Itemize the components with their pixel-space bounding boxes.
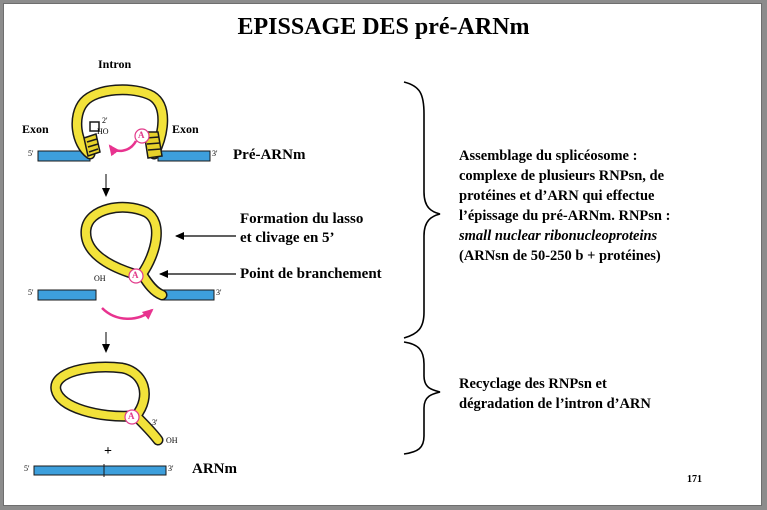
pre-arnm-label: Pré-ARNm	[233, 147, 306, 163]
intron-label: Intron	[98, 57, 132, 71]
ho-label: HO	[97, 127, 109, 136]
plus-sign: +	[104, 444, 112, 459]
snrnp-small	[89, 121, 100, 132]
recycle-line-2: dégradation de l’intron d’ARN	[459, 396, 651, 412]
a-label-1: A	[138, 130, 145, 140]
oh-label-3: OH	[166, 436, 178, 445]
assembly-line-6: (ARNsn de 50-250 b + protéines)	[459, 248, 661, 264]
exon-right-bar-2	[161, 289, 215, 301]
slide: EPISSAGE DES pré-ARNm Intron Exon Exon 2…	[3, 3, 762, 506]
assembly-line-1: Assemblage du splicéosome :	[459, 148, 638, 164]
exon-left-bar-2	[37, 289, 97, 301]
three-prime-4: 3'	[168, 464, 174, 473]
mrna-bar	[33, 465, 167, 476]
stage-products	[33, 361, 167, 477]
assembly-line-4: l’épissage du pré-ARNm. RNPsn :	[459, 208, 671, 224]
three-prime-3: 3'	[152, 418, 158, 427]
attack-arrow-1	[108, 140, 138, 157]
assembly-line-5-text: small nuclear ribonucleoproteins	[459, 228, 658, 244]
a-label-3: A	[128, 411, 135, 421]
exon-left-label: Exon	[22, 122, 49, 136]
assembly-line-3: protéines et d’ARN qui effectue	[459, 188, 655, 204]
exon-right-bar	[157, 150, 211, 162]
three-prime-2: 3'	[216, 288, 222, 297]
lasso-label: Formation du lasso	[240, 211, 364, 227]
a-label-2: A	[132, 270, 139, 280]
five-prime-3: 5'	[24, 464, 30, 473]
three-prime-1: 3'	[212, 149, 218, 158]
page-title: EPISSAGE DES pré-ARNm	[237, 14, 530, 40]
ligation-arrow-2	[101, 307, 154, 320]
branch-point-a-3	[124, 409, 140, 425]
five-prime-1: 5'	[28, 149, 34, 158]
assembly-line-2: complexe de plusieurs RNPsn, de	[459, 168, 665, 184]
exon-right-label: Exon	[172, 122, 199, 136]
branch-point-label: Point de branchement	[240, 266, 382, 282]
five-prime-2: 5'	[28, 288, 34, 297]
oh-label-2: OH	[94, 274, 106, 283]
brace-recycle	[403, 341, 441, 455]
stage-pre-mrna	[37, 84, 211, 197]
two-prime-label: 2'	[102, 116, 108, 125]
brace-assembly	[403, 81, 441, 339]
branch-point-a-1	[134, 128, 150, 144]
recycle-line-1: Recyclage des RNPsn et	[459, 376, 607, 392]
branch-point-a-2	[128, 268, 144, 284]
page-number: 171	[687, 474, 702, 485]
assembly-line-5: small nuclear ribonucleoproteins	[459, 226, 657, 246]
clivage-label: et clivage en 5’	[240, 230, 335, 246]
arnm-label: ARNm	[192, 461, 237, 477]
stage-lariat	[37, 201, 215, 353]
splicing-diagram	[33, 81, 441, 477]
